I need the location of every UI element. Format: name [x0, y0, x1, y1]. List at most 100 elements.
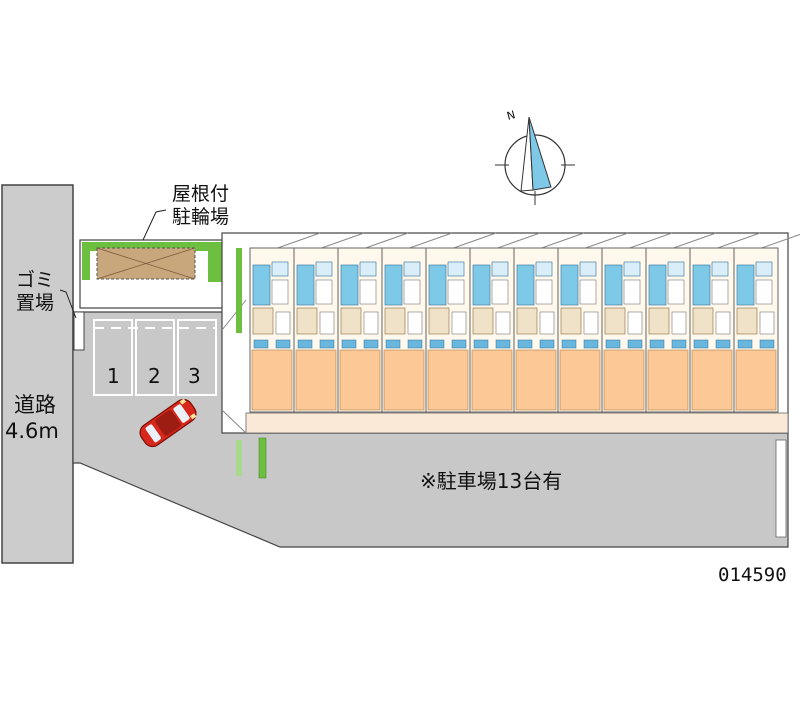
apartment-unit: [645, 247, 691, 413]
unit-entry: [363, 311, 379, 335]
unit-closet: [667, 279, 685, 305]
walkway-diagonal: [623, 232, 673, 251]
parking-note: ※駐車場13台有: [420, 469, 563, 493]
unit-room: [515, 349, 557, 411]
apartment-unit: [293, 247, 339, 413]
unit-closet: [315, 279, 333, 305]
unit-room: [647, 349, 689, 411]
walkway-diagonal: [221, 409, 247, 434]
unit-kitchen-2: [275, 339, 291, 349]
garbage-label-line1: ゴミ: [16, 269, 55, 291]
walkway-diagonal: [755, 233, 800, 251]
unit-stairs: [560, 307, 582, 335]
unit-room: [603, 349, 645, 411]
unit-kitchen: [297, 339, 313, 349]
unit-room: [427, 349, 469, 411]
unit-room: [339, 349, 381, 411]
unit-bath: [692, 264, 711, 306]
hedge-corner: [236, 440, 242, 476]
unit-bath: [736, 264, 755, 306]
property-code: 014590: [718, 564, 787, 586]
unit-entry: [759, 311, 775, 335]
walkway-diagonal: [315, 232, 365, 251]
unit-kitchen: [605, 339, 621, 349]
road: [1, 184, 74, 564]
unit-kitchen-2: [715, 339, 731, 349]
apartment-unit: [381, 247, 427, 413]
unit-kitchen-2: [495, 339, 511, 349]
unit-room: [251, 349, 293, 411]
unit-closet: [623, 279, 641, 305]
unit-bath: [252, 264, 271, 306]
unit-bath: [296, 264, 315, 306]
walkway-diagonal: [491, 232, 541, 251]
unit-kitchen-2: [363, 339, 379, 349]
unit-bath: [384, 264, 403, 306]
unit-closet: [579, 279, 597, 305]
unit-toilet: [315, 261, 333, 277]
walkway-diagonal: [271, 232, 321, 251]
unit-toilet: [535, 261, 553, 277]
parking-space-number-3: 3: [188, 364, 201, 388]
unit-entry: [451, 311, 467, 335]
apartment-unit: [425, 247, 471, 413]
road-label-line2: 4.6m: [5, 419, 59, 443]
unit-closet: [447, 279, 465, 305]
bike-shelter-leader: [142, 209, 167, 241]
unit-room: [295, 349, 337, 411]
apartment-unit: [337, 247, 383, 413]
unit-kitchen: [253, 339, 269, 349]
unit-stairs: [340, 307, 362, 335]
unit-entry: [583, 311, 599, 335]
unit-closet: [271, 279, 289, 305]
unit-room: [383, 349, 425, 411]
parking-spaces: [93, 319, 217, 396]
unit-entry: [275, 311, 291, 335]
unit-toilet: [271, 261, 289, 277]
unit-bath: [516, 264, 535, 306]
unit-kitchen: [561, 339, 577, 349]
unit-bath: [648, 264, 667, 306]
apartment-unit: [249, 247, 295, 413]
unit-stairs: [472, 307, 494, 335]
unit-bath: [428, 264, 447, 306]
walkway-diagonal: [711, 232, 761, 251]
unit-kitchen: [649, 339, 665, 349]
unit-stairs: [296, 307, 318, 335]
unit-kitchen: [737, 339, 753, 349]
unit-entry: [715, 311, 731, 335]
car-icon: [139, 398, 197, 448]
walkway-diagonal: [447, 232, 497, 251]
unit-room: [691, 349, 733, 411]
unit-closet: [755, 279, 773, 305]
walkway-diagonals: [221, 232, 800, 434]
unit-kitchen-2: [407, 339, 423, 349]
garbage-label-line2: 置場: [16, 292, 55, 314]
unit-entry: [539, 311, 555, 335]
walkway-diagonal: [579, 232, 629, 251]
unit-stairs: [384, 307, 406, 335]
unit-kitchen-2: [583, 339, 599, 349]
unit-toilet: [711, 261, 729, 277]
unit-closet: [359, 279, 377, 305]
unit-kitchen: [341, 339, 357, 349]
parking-space-number-2: 2: [148, 364, 161, 388]
unit-closet: [711, 279, 729, 305]
bike-shelter-cross-2: [96, 247, 196, 280]
unit-kitchen-2: [319, 339, 335, 349]
unit-toilet: [623, 261, 641, 277]
unit-entry: [495, 311, 511, 335]
unit-toilet: [447, 261, 465, 277]
unit-kitchen-2: [671, 339, 687, 349]
unit-toilet: [403, 261, 421, 277]
unit-toilet: [755, 261, 773, 277]
unit-room: [471, 349, 513, 411]
unit-stairs: [736, 307, 758, 335]
parking-space-3: [177, 319, 217, 396]
unit-kitchen: [693, 339, 709, 349]
road-label-line1: 道路: [14, 393, 56, 417]
unit-toilet: [579, 261, 597, 277]
parking-space-number-1: 1: [107, 364, 120, 388]
walkway-diagonal: [535, 232, 585, 251]
unit-bath: [604, 264, 623, 306]
